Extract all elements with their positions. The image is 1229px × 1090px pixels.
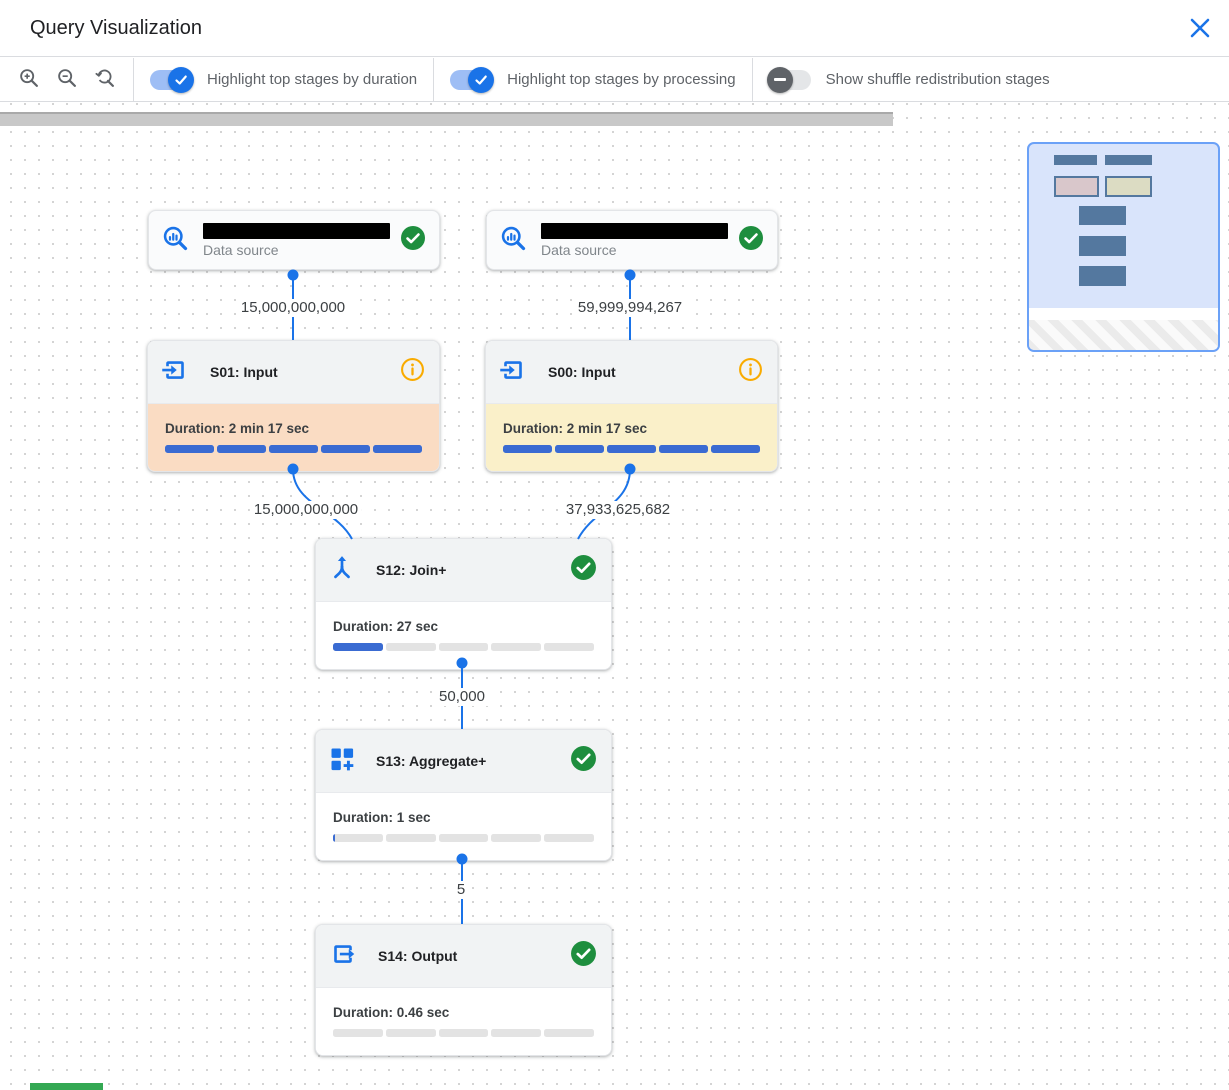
join-icon [328,554,356,587]
node-stage-s14[interactable]: S14: Output Duration: 0.46 sec [315,924,612,1056]
info-icon[interactable] [400,357,425,387]
status-completed-icon [400,225,426,256]
input-icon [498,355,528,390]
status-completed-icon [570,745,597,777]
zoom-controls [0,68,133,92]
minimap-node [1079,236,1126,256]
toggle-shuffle-group: Show shuffle redistribution stages [753,66,1066,93]
node-stage-s12[interactable]: S12: Join+ Duration: 27 sec [315,538,612,670]
zoom-out-icon [56,67,78,92]
partially-visible-element [30,1083,103,1090]
node-stage-s00[interactable]: S00: Input Duration: 2 min 17 sec [485,340,778,472]
highlight-processing-label: Highlight top stages by processing [507,71,736,88]
edge-row-count: 59,999,994,267 [573,299,687,317]
data-source-label: Data source [541,241,617,258]
stage-duration-panel: Duration: 2 min 17 sec [148,404,439,471]
node-stage-s01[interactable]: S01: Input Duration: 2 min 17 sec [147,340,440,472]
toolbar-divider [751,57,753,102]
status-completed-icon [738,225,764,256]
minimap-out-of-view-area [1029,320,1218,350]
stage-duration-panel: Duration: 0.46 sec [316,988,611,1055]
duration-label: Duration: 0.46 sec [333,1005,450,1020]
edge-row-count: 37,933,625,682 [561,501,675,519]
edge-row-count: 5 [452,881,470,899]
toggle-minus-icon [766,66,793,93]
edge-connector-dot [624,269,636,281]
output-icon [328,939,358,974]
toolbar-divider [133,57,134,102]
stage-title: S12: Join+ [376,562,447,578]
highlight-processing-toggle[interactable] [450,66,495,93]
show-shuffle-toggle[interactable] [766,66,811,93]
toolbar: Highlight top stages by duration Highlig… [0,57,1229,102]
bigquery-source-icon [499,224,527,257]
toggle-check-icon [168,66,194,93]
stage-title: S13: Aggregate+ [376,753,487,769]
redacted-table-name [541,222,728,239]
toggle-check-icon [468,66,495,93]
toggle-processing-group: Highlight top stages by processing [434,66,751,93]
minimap-node-highlighted-duration [1054,176,1099,197]
node-data-source-2[interactable]: Data source [486,210,778,270]
minimap-node [1054,155,1097,165]
edge-row-count: 50,000 [435,688,489,706]
redacted-table-name [203,222,390,239]
stage-title: S01: Input [210,364,278,380]
node-data-source-1[interactable]: Data source [148,210,440,270]
dialog-header: Query Visualization [0,0,1229,57]
data-source-label: Data source [203,241,279,258]
show-shuffle-label: Show shuffle redistribution stages [825,71,1050,88]
stage-duration-panel: Duration: 27 sec [316,602,611,669]
zoom-out-button[interactable] [56,68,78,92]
highlight-duration-toggle[interactable] [150,66,194,93]
minimap-node [1079,206,1126,225]
toggle-duration-group: Highlight top stages by duration [134,66,433,93]
stage-duration-panel: Duration: 2 min 17 sec [486,404,777,471]
stage-title: S14: Output [378,948,458,964]
stage-duration-panel: Duration: 1 sec [316,793,611,860]
zoom-in-icon [18,67,40,92]
duration-label: Duration: 1 sec [333,810,431,825]
duration-progress-bar [503,445,760,453]
minimap-node-highlighted-processing [1105,176,1152,197]
minimap[interactable] [1027,142,1220,352]
duration-label: Duration: 2 min 17 sec [165,421,310,436]
input-icon [160,355,190,390]
graph-canvas[interactable]: Data source Data source [0,102,1229,1090]
minimap-gap [1029,308,1218,320]
edge-row-count: 15,000,000,000 [236,299,350,317]
duration-progress-bar [333,834,594,842]
bigquery-source-icon [161,224,189,257]
minimap-node [1079,266,1126,286]
close-icon [1188,16,1212,43]
zoom-in-button[interactable] [18,68,40,92]
close-button[interactable] [1185,14,1215,44]
zoom-reset-icon [94,67,116,92]
edge-row-count: 15,000,000,000 [249,501,363,519]
edge-connector-dot [287,269,299,281]
minimap-node [1105,155,1152,165]
duration-progress-bar [333,1029,594,1037]
duration-label: Duration: 2 min 17 sec [503,421,648,436]
duration-progress-bar [165,445,422,453]
stage-title: S00: Input [548,364,616,380]
status-completed-icon [570,554,597,586]
page-title: Query Visualization [30,17,202,39]
aggregate-icon [328,745,356,778]
node-stage-s13[interactable]: S13: Aggregate+ Duration: 1 sec [315,729,612,861]
highlight-duration-label: Highlight top stages by duration [207,71,418,88]
horizontal-scrollbar-thumb[interactable] [0,112,893,126]
zoom-reset-button[interactable] [94,68,116,92]
status-completed-icon [570,940,597,972]
duration-label: Duration: 27 sec [333,619,439,634]
toolbar-divider [433,57,435,102]
info-icon[interactable] [738,357,763,387]
duration-progress-bar [333,643,594,651]
